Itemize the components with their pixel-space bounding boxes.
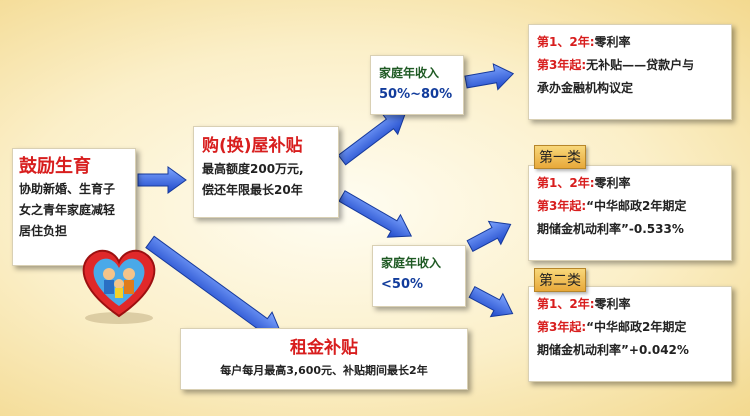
class1-l1-text: 零利率 — [594, 176, 631, 190]
purchase-line-1: 最高额度200万元, — [202, 162, 304, 176]
purchase-title: 购(换)屋补贴 — [202, 136, 303, 156]
encourage-title: 鼓励生育 — [19, 156, 91, 177]
encourage-line-2: 女之青年家庭减轻 — [19, 203, 116, 217]
class1-box: 第1、2年:零利率 第3年起:“中华邮政2年期定 期储金机动利率”-0.533% — [528, 165, 732, 261]
class2-box: 第1、2年:零利率 第3年起:“中华邮政2年期定 期储金机动利率”+0.042% — [528, 286, 732, 382]
class1-l1-red: 第1、2年: — [537, 176, 595, 190]
income-low-label: 家庭年收入 — [381, 256, 442, 270]
class2-l2-text: “中华邮政2年期定 — [586, 320, 687, 334]
class2-l2-red: 第3年起: — [537, 320, 587, 334]
rent-box: 租金补贴 每户每月最高3,600元、补贴期间最长2年 — [180, 328, 468, 390]
class1-tag: 第一类 — [534, 145, 586, 169]
result-top-l2-red: 第3年起: — [537, 58, 587, 72]
family-heart-illustration — [82, 249, 156, 324]
income-low-box: 家庭年收入 <50% — [372, 245, 466, 307]
class2-l1-text: 零利率 — [594, 297, 631, 311]
encourage-line-1: 协助新婚、生育子 — [19, 182, 116, 196]
income-low-range: <50% — [381, 277, 424, 292]
arrow-to-class2 — [468, 286, 514, 318]
result-top-l1-red: 第1、2年: — [537, 35, 595, 49]
purchase-line-2: 偿还年限最长20年 — [202, 183, 303, 197]
arrow-to-result-top — [464, 63, 515, 91]
arrow-to-income-low — [338, 190, 413, 238]
class1-l2-text: “中华邮政2年期定 — [586, 199, 687, 213]
class2-tag: 第二类 — [534, 268, 586, 292]
arrow-to-class1 — [466, 220, 512, 252]
result-top-box: 第1、2年:零利率 第3年起:无补贴——贷款户与 承办金融机构议定 — [528, 24, 732, 120]
class2-l1-red: 第1、2年: — [537, 297, 595, 311]
income-high-range: 50%~80% — [379, 87, 453, 102]
purchase-box: 购(换)屋补贴 最高额度200万元, 偿还年限最长20年 — [193, 126, 339, 218]
encourage-line-3: 居住负担 — [19, 224, 68, 238]
arrow-to-income-high — [337, 111, 407, 166]
class1-l2-red: 第3年起: — [537, 199, 587, 213]
arrow-to-purchase — [137, 166, 187, 194]
encourage-box: 鼓励生育 协助新婚、生育子 女之青年家庭减轻 居住负担 — [12, 148, 136, 266]
rent-line: 每户每月最高3,600元、补贴期间最长2年 — [220, 364, 428, 377]
result-top-l3-text: 承办金融机构议定 — [537, 81, 634, 95]
result-top-l2-text: 无补贴——贷款户与 — [586, 58, 695, 72]
result-top-l1-text: 零利率 — [594, 35, 631, 49]
income-high-label: 家庭年收入 — [379, 66, 440, 80]
class2-l3-text: 期储金机动利率”+0.042% — [537, 343, 689, 357]
income-high-box: 家庭年收入 50%~80% — [370, 55, 464, 115]
class1-l3-text: 期储金机动利率”-0.533% — [537, 222, 684, 236]
rent-title: 租金补贴 — [290, 338, 358, 358]
